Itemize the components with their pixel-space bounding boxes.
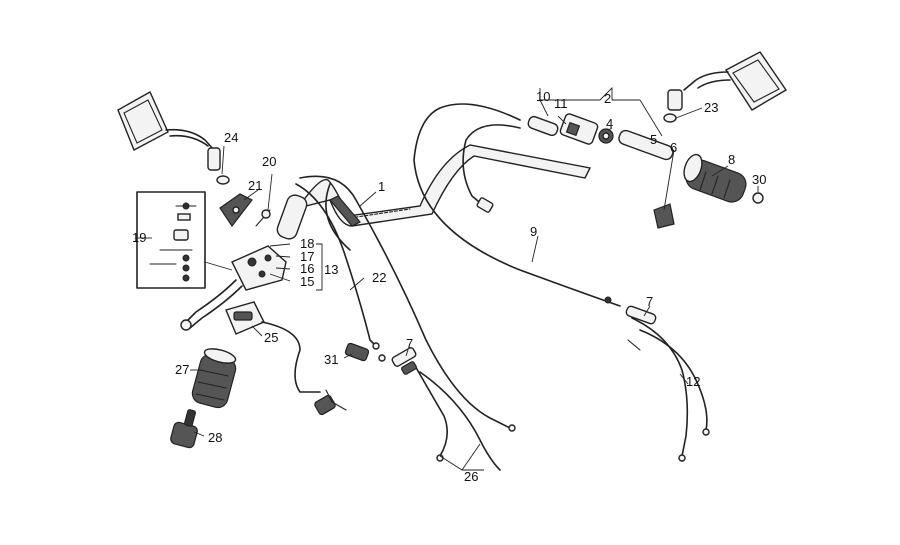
- handlebar: [296, 144, 592, 227]
- right-switch-wire: [462, 124, 521, 213]
- callout-15: 15: [300, 274, 314, 289]
- callout-7-left: 7: [406, 336, 413, 351]
- callout-4: 4: [606, 116, 613, 131]
- callout-17: 17: [300, 249, 314, 264]
- callout-10: 10: [536, 89, 550, 104]
- callout-5: 5: [650, 132, 657, 147]
- cable-fitting: [344, 342, 386, 362]
- right-grip: [683, 153, 747, 203]
- leader-lines: [137, 86, 759, 471]
- starter-cables: [325, 183, 501, 471]
- callout-28: 28: [208, 430, 222, 445]
- callout-6: 6: [670, 140, 677, 155]
- callout-22: 22: [372, 270, 386, 285]
- switch-connector: [225, 301, 265, 335]
- cable-adjuster: [391, 347, 417, 375]
- lever-pin: [255, 209, 271, 227]
- left-grip: [191, 348, 237, 409]
- throttle-housing: [559, 113, 599, 145]
- callout-26: 26: [464, 469, 478, 484]
- callout-23: 23: [704, 100, 718, 115]
- callout-18: 18: [300, 236, 314, 251]
- left-grip-sleeve: [276, 194, 308, 240]
- left-switch-housing: [231, 245, 287, 291]
- throttle-tube: [618, 129, 674, 161]
- callout-31: 31: [324, 352, 338, 367]
- callout-7-right: 7: [646, 294, 653, 309]
- choke-cables: [627, 317, 710, 462]
- callout-11: 11: [554, 96, 568, 111]
- callout-1: 1: [378, 179, 385, 194]
- throttle-cable: [413, 103, 657, 325]
- callout-8: 8: [728, 152, 735, 167]
- callout-13: 13: [324, 262, 338, 277]
- callout-9: 9: [530, 224, 537, 239]
- callout-27: 27: [175, 362, 189, 377]
- clutch-lever: [180, 279, 243, 331]
- callout-30: 30: [752, 172, 766, 187]
- lever-bracket: [219, 193, 253, 228]
- bar-end-weight: [170, 409, 198, 449]
- left-mirror: [117, 91, 230, 185]
- callout-16: 16: [300, 261, 314, 276]
- throttle-pulley: [527, 115, 614, 144]
- callout-20: 20: [262, 154, 276, 169]
- callout-21: 21: [248, 178, 262, 193]
- callout-labels: 1 2 4 5 6 7 7 8 9 10 11 12 13 15 16 17 1…: [132, 89, 766, 484]
- left-switch-wire: [261, 321, 347, 416]
- right-mirror: [663, 51, 788, 123]
- bar-end-cap: [752, 192, 764, 204]
- clutch-cable: [295, 175, 516, 432]
- callout-2: 2: [604, 91, 611, 106]
- callout-19: 19: [132, 230, 146, 245]
- callout-24: 24: [224, 130, 238, 145]
- small-parts-inset: [136, 191, 206, 289]
- callout-12: 12: [686, 374, 700, 389]
- callout-25: 25: [264, 330, 278, 345]
